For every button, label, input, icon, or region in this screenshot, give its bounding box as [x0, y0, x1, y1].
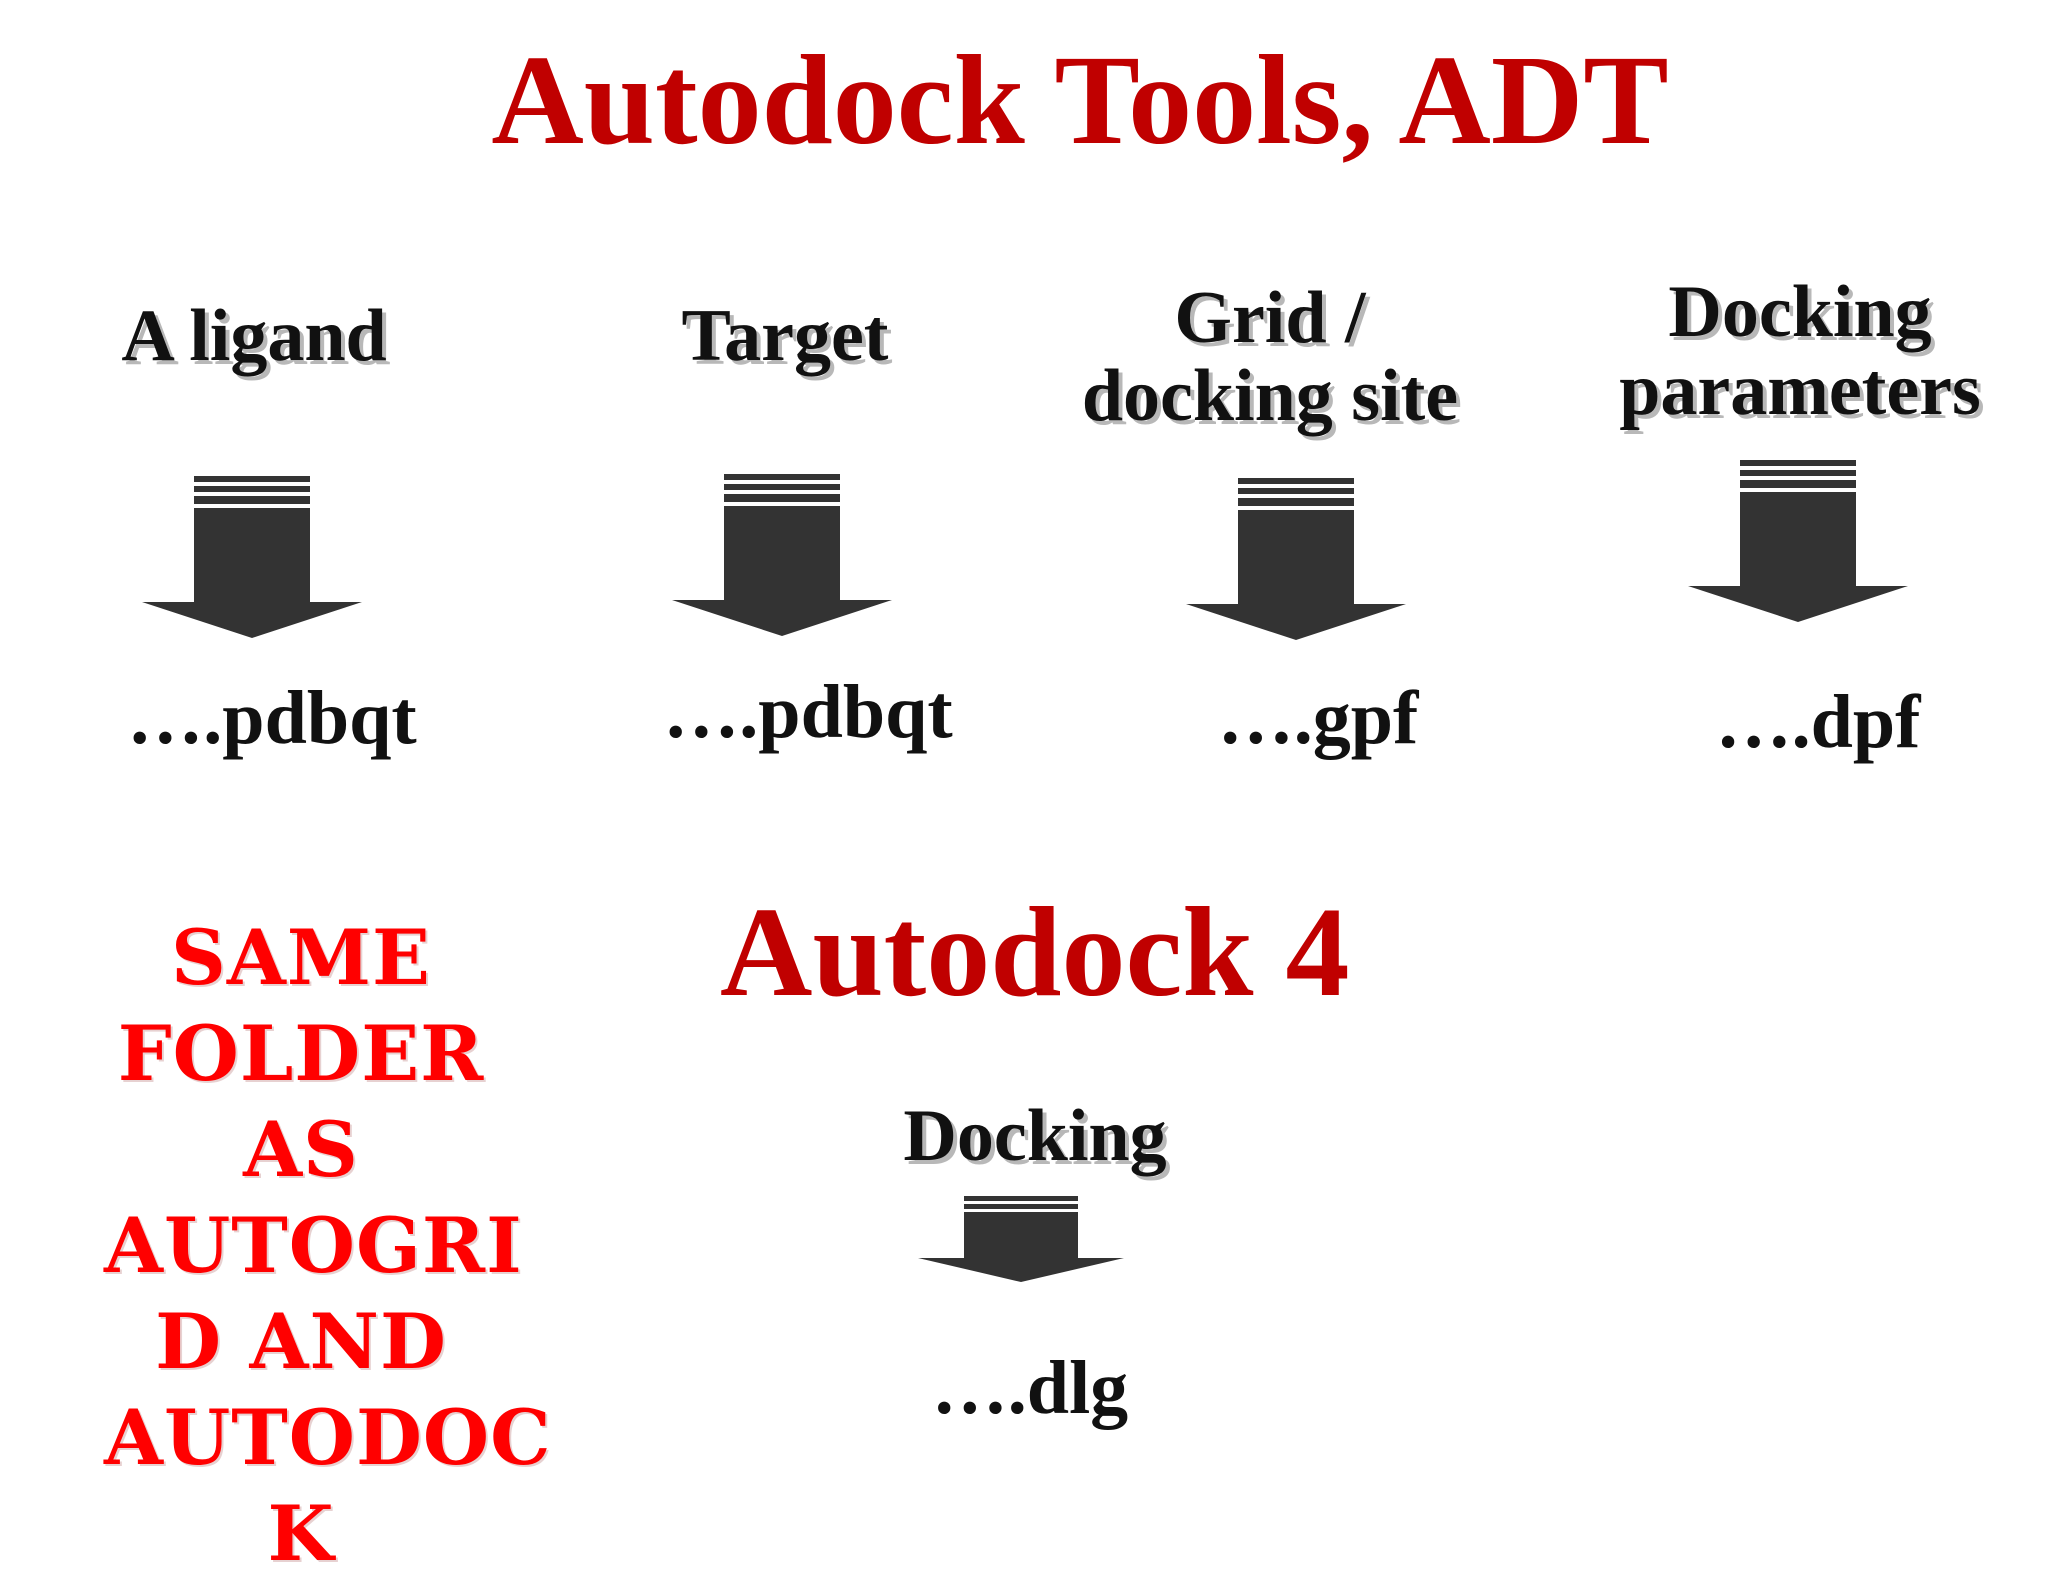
note-line-5: d and: [155, 1297, 447, 1386]
down-arrow-icon: [1688, 460, 1908, 630]
docking-parameters-output-extension: ….dpf: [1715, 680, 1921, 764]
note-line-1: Same: [171, 913, 431, 1002]
down-arrow-icon: [142, 476, 362, 646]
note-line-3: as: [243, 1105, 359, 1194]
docking-parameters-label-line-1: Docking: [1668, 271, 1932, 353]
docking-output-extension: ….dlg: [931, 1346, 1129, 1430]
down-arrow-icon: [672, 474, 892, 644]
grid-docking-site-label-line-1: Grid /: [1174, 277, 1366, 359]
docking-step-label: Docking: [903, 1095, 1167, 1177]
slide-title: Autodock Tools, ADT: [491, 29, 1669, 171]
down-arrow-icon: [1186, 478, 1406, 648]
same-folder-note: Same Folder as AutoGri d and Autodoc k: [104, 910, 552, 1582]
note-line-2: Folder: [117, 1009, 485, 1098]
target-output-extension: ….pdbqt: [663, 670, 953, 754]
grid-docking-site-label: Grid / docking site: [1060, 277, 1480, 437]
ligand-output-extension: ….pdbqt: [127, 676, 417, 760]
autodock-4-title: Autodock 4: [720, 881, 1350, 1023]
docking-parameters-label: Docking parameters: [1590, 271, 2010, 431]
docking-parameters-label-line-2: parameters: [1619, 348, 1981, 431]
grid-docking-site-label-line-2: docking site: [1081, 354, 1459, 437]
grid-output-extension: ….gpf: [1217, 676, 1419, 760]
note-line-6: Autodoc: [104, 1393, 552, 1482]
down-arrow-icon: [918, 1196, 1124, 1288]
target-label: Target: [681, 295, 889, 377]
adt-slide: Autodock Tools, ADT A ligand Target Grid…: [104, 29, 2010, 1578]
note-line-7: k: [267, 1489, 335, 1578]
ligand-label: A ligand: [121, 295, 387, 377]
note-line-4: AutoGri: [104, 1201, 523, 1290]
